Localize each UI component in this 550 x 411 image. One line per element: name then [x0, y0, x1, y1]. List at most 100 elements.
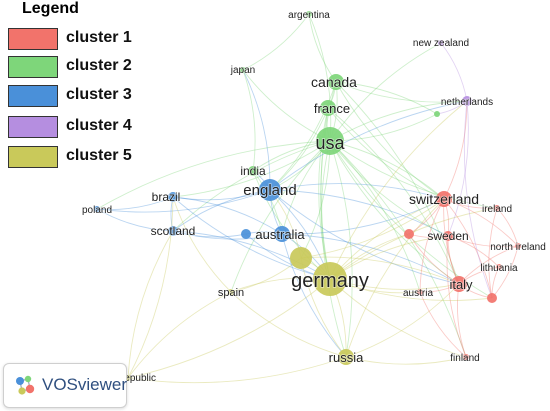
node-canada[interactable]: [328, 74, 344, 90]
link-usa-austria: [329, 140, 421, 293]
node-switzerland[interactable]: [436, 191, 452, 207]
link-usa-italy: [329, 140, 460, 285]
link-czech_republic-brazil: [127, 196, 174, 379]
node-russia[interactable]: [338, 349, 354, 365]
link-england-netherlands: [269, 100, 468, 191]
link-russia-spain: [230, 291, 347, 358]
node-poland[interactable]: [94, 206, 100, 212]
label-layer: usa canada france argentina japan india englan…: [81, 9, 546, 385]
node-usa[interactable]: [316, 127, 344, 155]
node-label-spain[interactable]: spain: [217, 286, 245, 300]
link-green_small-canada: [335, 81, 438, 115]
node-austria[interactable]: [417, 289, 423, 295]
node-label-usa[interactable]: usa: [315, 132, 347, 154]
node-yellow-big[interactable]: [290, 247, 312, 269]
legend-swatch-cluster-5: [8, 146, 58, 168]
node-italy[interactable]: [451, 276, 467, 292]
node-label-russia[interactable]: russia: [328, 349, 365, 366]
link-japan-india: [242, 69, 256, 172]
link-usa-spain: [230, 140, 331, 293]
node-france[interactable]: [320, 100, 336, 116]
node-blue-small[interactable]: [241, 229, 251, 239]
vosviewer-badge[interactable]: VOSviewer: [3, 363, 127, 408]
node-label-switzerland[interactable]: switzerland: [408, 190, 480, 208]
legend-swatch-cluster-1: [8, 28, 58, 50]
link-netherlands-sweden: [447, 100, 469, 237]
vosviewer-name: VOSviewer: [42, 375, 128, 394]
link-switzerland-netherlands: [443, 100, 468, 200]
node-netherlands[interactable]: [462, 96, 472, 106]
link-canada-england: [269, 81, 337, 191]
node-spain[interactable]: [228, 289, 234, 295]
node-new-zealand[interactable]: [438, 40, 444, 46]
node-label-argentina[interactable]: argentina: [287, 9, 331, 22]
link-poland-scotland: [96, 208, 174, 232]
node-label-netherlands[interactable]: netherlands: [440, 96, 494, 109]
link-russia-switzerland: [345, 198, 445, 358]
node-lithuania[interactable]: [496, 264, 502, 270]
link-russia-czech_republic: [127, 356, 347, 384]
node-argentina[interactable]: [306, 11, 312, 17]
node-germany[interactable]: [313, 262, 347, 296]
link-usa-red_small2: [329, 140, 493, 299]
link-sweden-finland: [446, 235, 467, 358]
node-label-north-ireland[interactable]: north ireland: [489, 241, 546, 254]
link-england-japan: [242, 69, 271, 191]
node-label-poland[interactable]: poland: [81, 204, 113, 217]
node-label-japan[interactable]: japan: [229, 64, 256, 77]
link-canada-italy: [335, 81, 460, 285]
node-label-brazil[interactable]: brazil: [151, 189, 181, 205]
node-label-lithuania[interactable]: lithuania: [480, 262, 519, 275]
link-usa-scotland: [172, 140, 331, 232]
link-england-italy: [269, 189, 460, 285]
node-label-sweden[interactable]: sweden: [427, 228, 470, 244]
node-sweden[interactable]: [443, 231, 453, 241]
legend-item-cluster-2: cluster 2: [8, 56, 168, 80]
legend-swatch-cluster-3: [8, 85, 58, 107]
node-label-australia[interactable]: australia: [255, 226, 306, 243]
node-red-small2[interactable]: [487, 293, 497, 303]
link-australia-russia: [281, 233, 347, 358]
node-finland[interactable]: [463, 354, 469, 360]
node-label-india[interactable]: india: [240, 163, 267, 179]
legend-swatch-cluster-4: [8, 116, 58, 138]
node-label-italy[interactable]: italy: [449, 276, 474, 293]
link-switzerland-north_ireland: [443, 198, 519, 247]
link-sweden-north_ireland: [447, 235, 519, 248]
node-brazil[interactable]: [168, 192, 178, 202]
node-japan[interactable]: [240, 67, 246, 73]
link-germany-red_small2: [329, 278, 493, 301]
node-north-ireland[interactable]: [515, 243, 521, 249]
legend-label-cluster-5: cluster 5: [66, 147, 132, 164]
link-netherlands-new_zealand: [440, 42, 468, 102]
node-label-finland[interactable]: finland: [450, 352, 481, 365]
node-label-england[interactable]: england: [243, 181, 298, 200]
link-england-sweden: [269, 189, 449, 237]
link-scotland-blue_small: [172, 230, 247, 238]
link-usa-russia: [329, 140, 353, 358]
link-switzerland-red_small2: [443, 198, 493, 299]
link-england-scotland: [172, 189, 271, 232]
node-label-ireland[interactable]: ireland: [481, 203, 513, 216]
node-india[interactable]: [248, 166, 258, 176]
node-label-france[interactable]: france: [313, 100, 351, 117]
link-russia-italy: [345, 283, 460, 358]
node-england[interactable]: [259, 179, 281, 201]
link-ireland-red_small2: [488, 207, 498, 299]
link-england-switzerland: [269, 183, 445, 200]
node-label-scotland[interactable]: scotland: [150, 223, 196, 239]
node-label-canada[interactable]: canada: [310, 73, 358, 91]
node-label-new-zealand[interactable]: new zealand: [412, 37, 470, 50]
node-green-small[interactable]: [434, 111, 440, 117]
node-label-austria[interactable]: austria: [402, 287, 434, 300]
link-switzerland-italy: [443, 198, 460, 285]
node-red-small[interactable]: [404, 229, 414, 239]
node-scotland[interactable]: [168, 226, 178, 236]
link-australia-italy: [281, 233, 460, 285]
node-australia[interactable]: [274, 226, 290, 242]
node-label-germany[interactable]: germany: [290, 269, 369, 293]
node-ireland[interactable]: [494, 205, 500, 211]
link-france-italy: [327, 107, 460, 285]
